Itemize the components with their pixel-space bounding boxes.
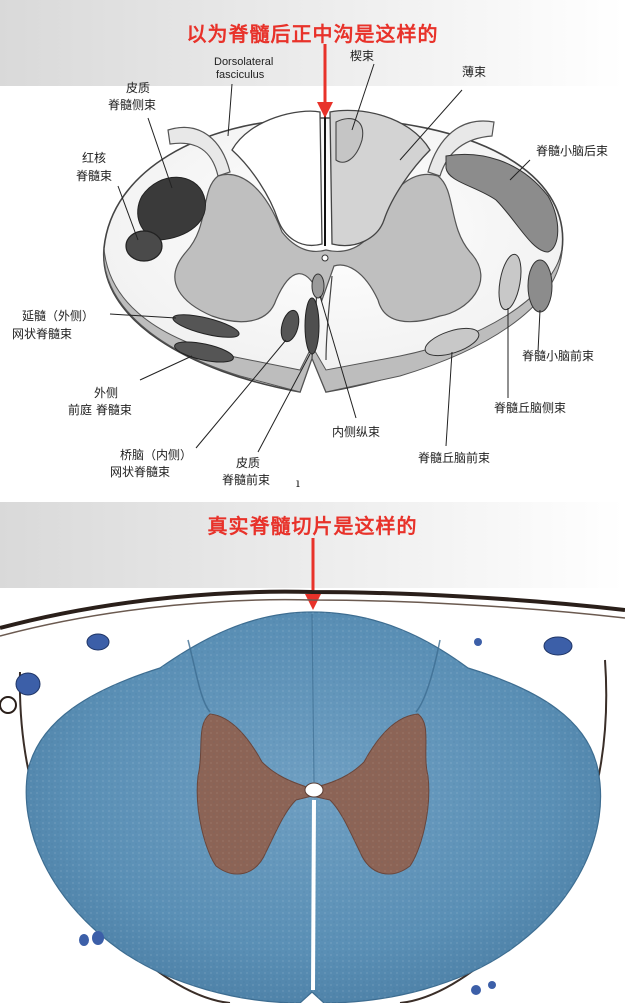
anterior-median-fissure-histology: [311, 799, 316, 991]
central-canal-histology: [304, 782, 324, 798]
lat-spinothalamic-tract: [498, 253, 522, 311]
top-banner: [0, 0, 625, 86]
label-mlf: 内侧纵束: [332, 425, 381, 439]
vessel-7: [92, 931, 104, 945]
label-dorsolateral-fasciculus-1: Dorsolateral: [214, 56, 274, 68]
corticospinal-anterior-tract: [304, 297, 320, 355]
label-post-spinocerebellar: 脊髓小脑后束: [536, 144, 609, 158]
cuneate-tract: [335, 118, 364, 163]
label-cuneate: 楔束: [350, 49, 375, 63]
post-spinocerebellar-tract: [445, 153, 559, 253]
medial-longitudinal-fasciculus: [311, 273, 325, 299]
dorsal-root-entry-left: [187, 639, 211, 713]
corticospinal-lateral-tract: [137, 176, 206, 241]
label-gracile: 薄束: [462, 65, 487, 79]
left-dorsal-root: [167, 126, 231, 177]
label-ant-spinothalamic: 脊髓丘脑前束: [418, 451, 491, 465]
left-posterior-column: [231, 110, 323, 246]
top-caption: 以为脊髓后正中沟是这样的: [186, 22, 439, 46]
label-lat-spinothalamic: 脊髓丘脑侧束: [494, 401, 567, 415]
label-med-reticulospinal-1: 延髓（外侧）: [22, 309, 95, 323]
label-ant-spinocerebellar: 脊髓小脑前束: [522, 349, 595, 363]
lat-vestibulospinal-tract: [174, 341, 234, 363]
label-corticospinal-anterior-2: 脊髓前束: [222, 473, 271, 487]
leader-lines: [109, 63, 541, 453]
label-corticospinal-anterior-1: 皮质: [236, 456, 261, 470]
label-tick: ı: [296, 476, 300, 490]
pontine-reticulospinal-tract: [280, 309, 300, 343]
vessel-2: [15, 672, 41, 696]
bottom-caption: 真实脊髓切片是这样的: [207, 514, 418, 538]
spinal-cord-diagram: [103, 63, 564, 453]
label-pontine-reticulospinal-1: 桥脑（内侧）: [120, 448, 193, 462]
dorsal-root-entry-right: [415, 639, 441, 713]
grey-matter: [174, 173, 482, 323]
right-dorsal-root: [427, 120, 495, 177]
label-lat-vestibulospinal-1: 外侧: [94, 386, 119, 400]
spinal-cord-histology: [0, 589, 625, 1003]
bottom-arrow: [305, 538, 321, 610]
vessel-9: [488, 981, 496, 989]
vessel-1: [86, 633, 110, 651]
label-corticospinal-lateral-1: 皮质: [126, 81, 151, 95]
label-lat-vestibulospinal-2: 前庭 脊髓束: [68, 403, 132, 417]
vessel-3: [0, 696, 17, 714]
label-rubrospinal-2: 脊髓束: [76, 169, 113, 183]
top-arrow: [317, 44, 333, 118]
dura-membrane-inner: [0, 598, 625, 637]
vessel-6: [79, 934, 89, 946]
dura-membrane: [0, 589, 625, 630]
label-corticospinal-lateral-2: 脊髓侧束: [108, 98, 157, 112]
central-canal: [321, 254, 329, 262]
posterior-median-septum: [311, 613, 315, 783]
label-rubrospinal-1: 红核: [82, 151, 107, 165]
vessel-8: [471, 985, 481, 995]
ant-spinocerebellar-tract: [527, 259, 553, 313]
label-pontine-reticulospinal-2: 网状脊髓束: [110, 465, 171, 479]
label-med-reticulospinal-2: 网状脊髓束: [12, 327, 73, 341]
rubrospinal-tract: [125, 230, 163, 262]
vessel-5: [474, 638, 482, 646]
vessel-4: [543, 636, 573, 656]
label-dorsolateral-fasciculus-2: fasciculus: [216, 69, 265, 81]
ant-spinothalamic-tract: [424, 327, 480, 357]
